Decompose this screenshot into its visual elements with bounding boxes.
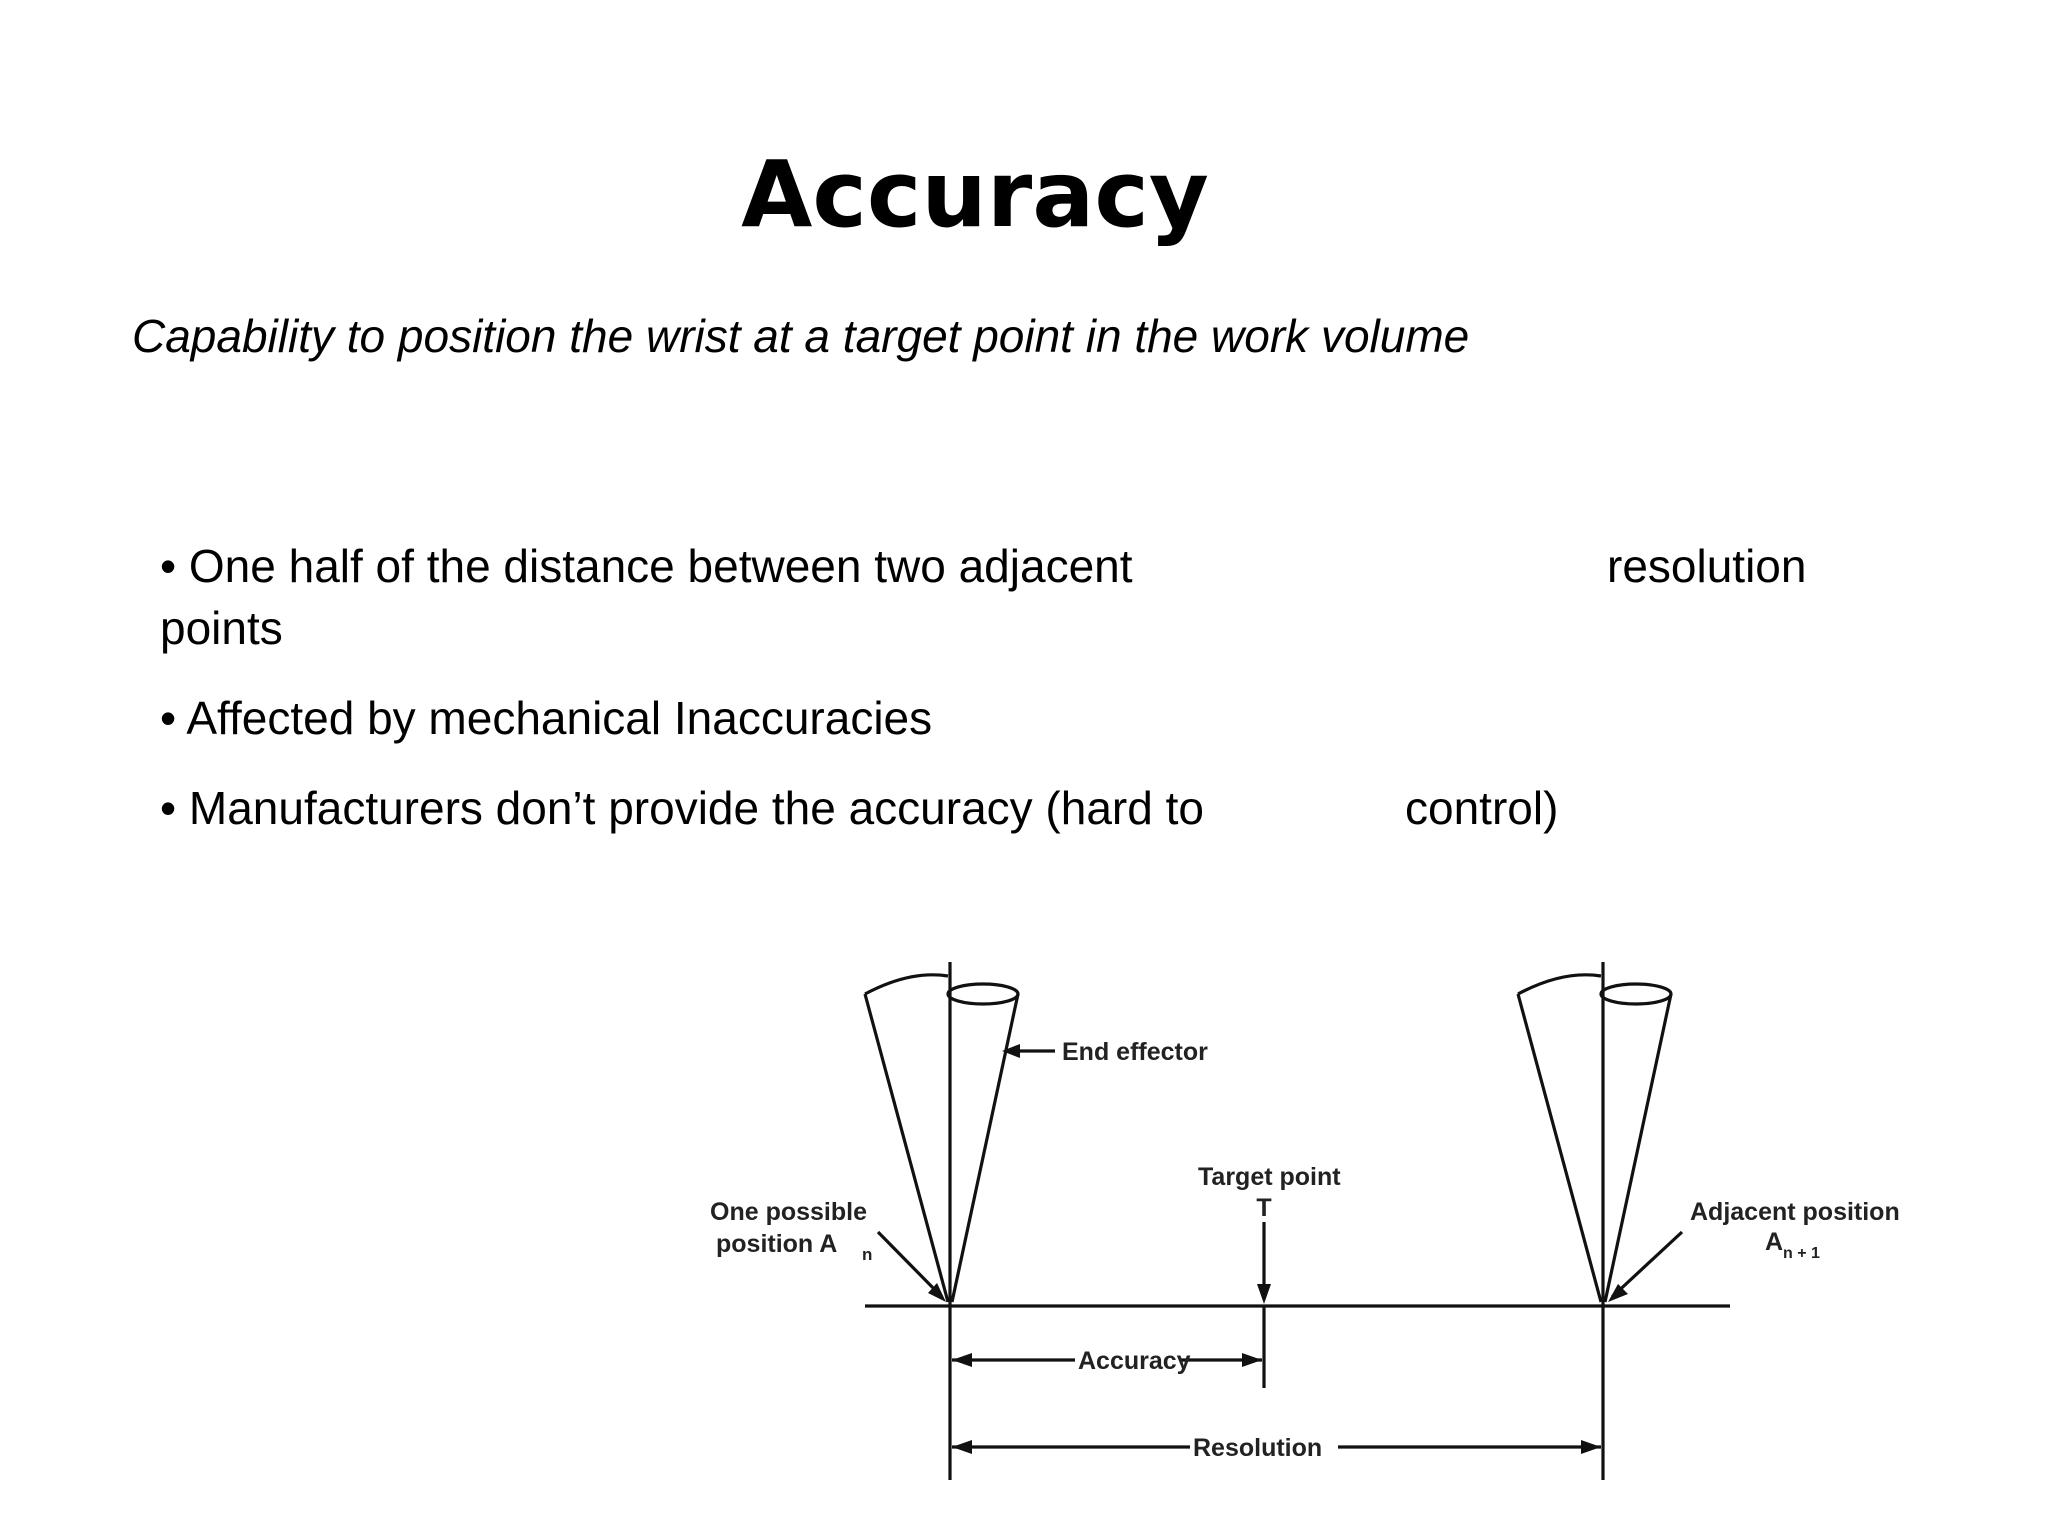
resolution-dimension: Resolution bbox=[952, 1434, 1601, 1462]
bullet-item: • Manufacturers don’t provide the accura… bbox=[160, 777, 1910, 839]
adjacent-label-sub: n + 1 bbox=[1783, 1245, 1820, 1262]
accuracy-resolution-diagram: End effector Target point T One possible… bbox=[690, 960, 1930, 1490]
one-possible-leader bbox=[876, 1230, 944, 1299]
right-cone-side-right bbox=[1603, 993, 1673, 1303]
left-cone-side-right bbox=[950, 993, 1020, 1303]
right-end-effector bbox=[1516, 962, 1673, 1480]
end-effector-callout: End effector bbox=[1002, 1038, 1208, 1066]
target-point-callout: Target point T bbox=[1198, 1163, 1341, 1388]
slide-subtitle: Capability to position the wrist at a ta… bbox=[132, 310, 1470, 362]
target-arrowhead bbox=[1257, 1284, 1271, 1304]
resolution-arrowhead-right bbox=[1581, 1440, 1601, 1454]
adjacent-label-line2: A bbox=[1765, 1228, 1783, 1256]
resolution-label: Resolution bbox=[1193, 1434, 1322, 1462]
right-cone-side-left bbox=[1516, 993, 1603, 1303]
bullet-item: • One half of the distance between two a… bbox=[160, 535, 1910, 597]
right-cone-top bbox=[1599, 982, 1673, 1006]
left-cone-top bbox=[946, 982, 1020, 1006]
bullet-item: • Affected by mechanical Inaccuracies bbox=[160, 687, 1910, 749]
accuracy-label: Accuracy bbox=[1078, 1347, 1191, 1375]
one-possible-label-line2: position A bbox=[716, 1230, 837, 1258]
resolution-arrowhead-left bbox=[952, 1440, 972, 1454]
end-effector-arrowhead bbox=[1002, 1044, 1020, 1058]
bullet-text-right: control) bbox=[1405, 782, 1559, 834]
slide-title: Accuracy bbox=[741, 141, 1209, 248]
bullet-text-right: resolution bbox=[1607, 540, 1807, 592]
bullet-text: • Manufacturers don’t provide the accura… bbox=[160, 782, 1204, 834]
bullet-text: • One half of the distance between two a… bbox=[160, 540, 1133, 592]
accuracy-dimension: Accuracy bbox=[952, 1347, 1262, 1375]
adjacent-arrowhead bbox=[1608, 1284, 1628, 1302]
bullet-text-cont: points bbox=[160, 602, 283, 654]
left-cone-rim bbox=[864, 973, 949, 996]
one-possible-label-sub: n bbox=[862, 1245, 872, 1264]
adjacent-leader bbox=[1610, 1230, 1684, 1299]
one-possible-label-line1: One possible bbox=[710, 1198, 867, 1226]
left-end-effector bbox=[863, 962, 1020, 1480]
target-point-label: Target point bbox=[1198, 1163, 1341, 1191]
adjacent-label-line1: Adjacent position bbox=[1690, 1198, 1900, 1226]
bullet-item-continuation: points bbox=[160, 597, 1910, 659]
target-symbol: T bbox=[1256, 1194, 1271, 1222]
accuracy-arrowhead-right bbox=[1242, 1353, 1262, 1367]
left-cone-side-left bbox=[863, 993, 950, 1303]
adjacent-position-callout: Adjacent position A n + 1 bbox=[1608, 1198, 1900, 1302]
one-possible-position-callout: One possible position A n bbox=[710, 1198, 946, 1302]
bullet-text: • Affected by mechanical Inaccuracies bbox=[160, 692, 933, 744]
bullet-list: • One half of the distance between two a… bbox=[160, 535, 1910, 839]
right-cone-rim bbox=[1517, 973, 1602, 996]
accuracy-arrowhead-left bbox=[952, 1353, 972, 1367]
one-possible-arrowhead bbox=[928, 1283, 946, 1302]
end-effector-label: End effector bbox=[1062, 1038, 1208, 1066]
diagram-svg: End effector Target point T One possible… bbox=[710, 962, 1900, 1480]
